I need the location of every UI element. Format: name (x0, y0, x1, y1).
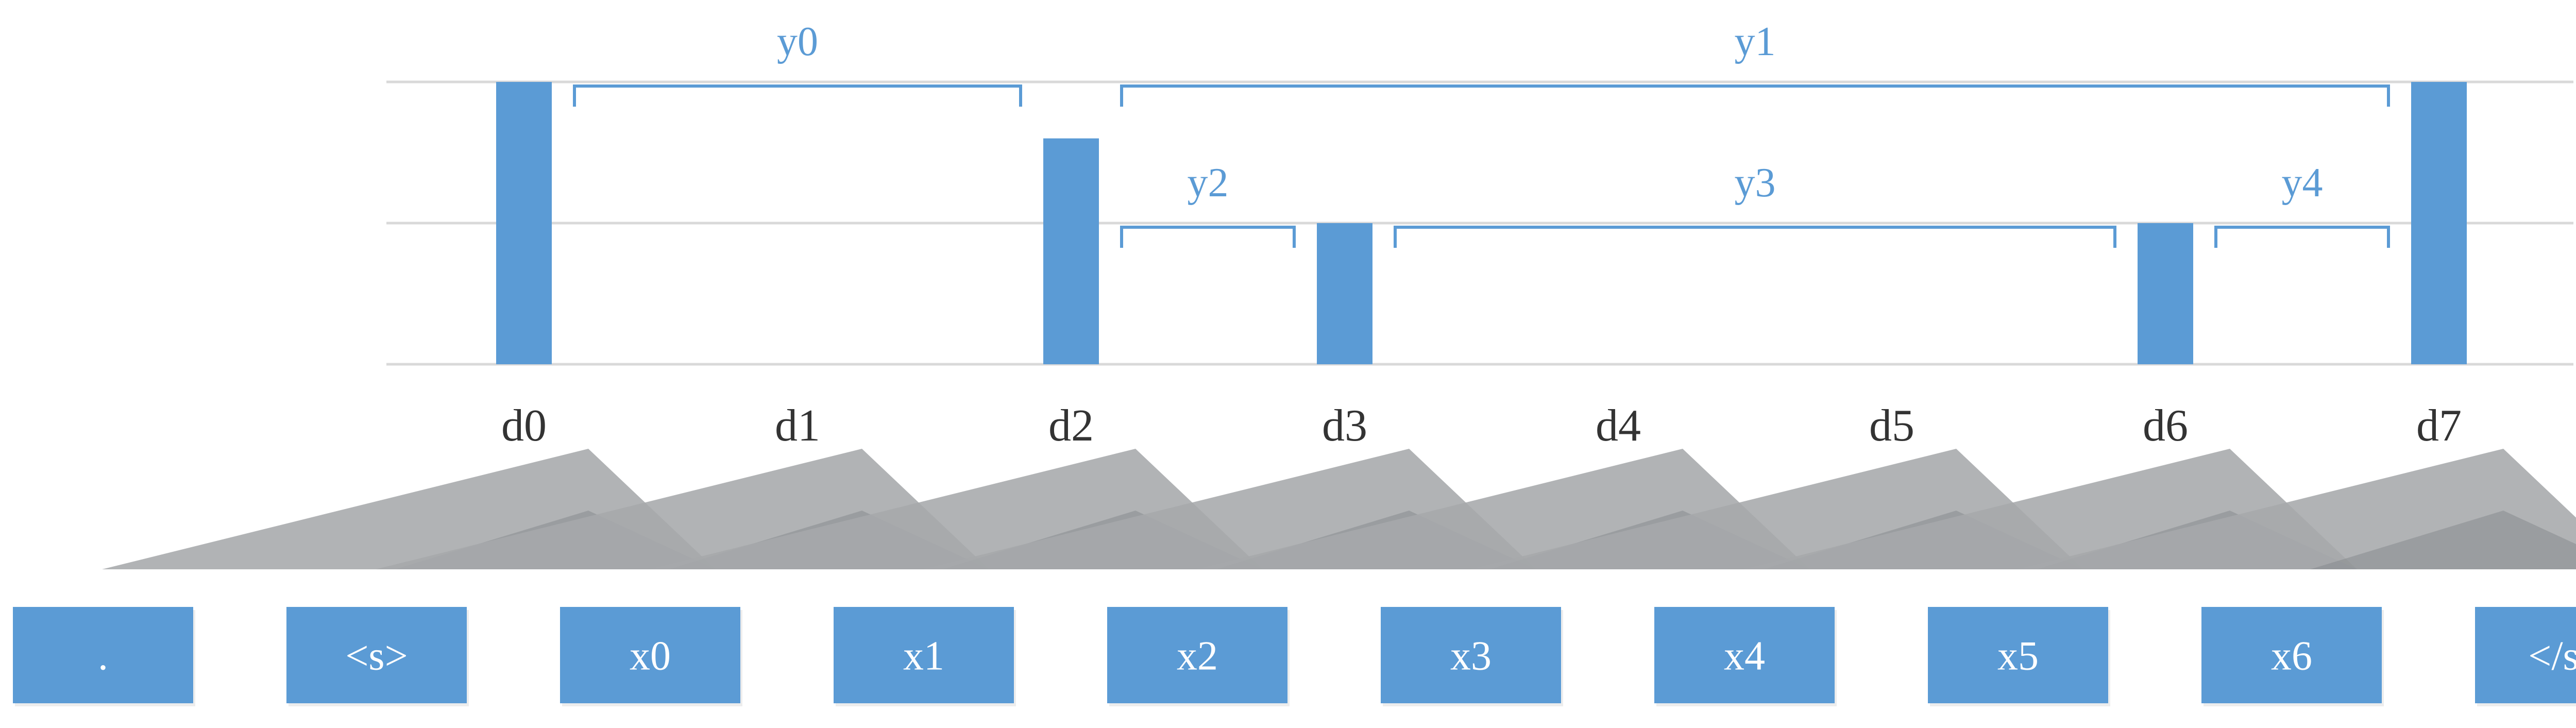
distance-bar-d2 (1043, 138, 1099, 364)
span-bracket-y1 (1120, 84, 2390, 107)
token-label-9: </s> (2528, 634, 2576, 679)
token-label-8: x6 (2271, 634, 2312, 679)
distance-bar-d6 (2138, 223, 2193, 364)
window-triangle-overlap-7 (2310, 511, 2576, 569)
span-bracket-y0 (573, 84, 1022, 107)
token-box-0 (13, 607, 193, 703)
span-label-y1: y1 (1735, 19, 1776, 64)
node-label-d0: d0 (501, 401, 547, 451)
token-label-3: x1 (903, 634, 944, 679)
token-label-2: x0 (630, 634, 671, 679)
token-box-1 (286, 607, 467, 703)
span-label-y2: y2 (1188, 160, 1229, 206)
span-bracket-y4 (2214, 226, 2390, 248)
distance-bar-d7 (2411, 82, 2467, 364)
token-box-4 (1107, 607, 1287, 703)
token-box-6 (1654, 607, 1835, 703)
node-label-d6: d6 (2143, 401, 2188, 451)
node-label-d1: d1 (775, 401, 820, 451)
span-bracket-y2 (1120, 226, 1296, 248)
span-bracket-y3 (1394, 226, 2116, 248)
token-label-0: . (98, 634, 108, 679)
node-label-d3: d3 (1322, 401, 1367, 451)
span-label-y4: y4 (2282, 160, 2323, 206)
token-label-5: x3 (1450, 634, 1492, 679)
distance-labels: d0 d1 d2 d3 d4 d5 d6 d7 (501, 401, 2462, 451)
node-label-d5: d5 (1869, 401, 1914, 451)
node-label-d7: d7 (2416, 401, 2462, 451)
token-box-2 (560, 607, 740, 703)
distance-bar-d3 (1317, 223, 1372, 364)
token-label-6: x4 (1724, 634, 1765, 679)
node-label-d4: d4 (1596, 401, 1641, 451)
token-box-3 (834, 607, 1014, 703)
token-label-7: x5 (1997, 634, 2039, 679)
distance-bar-d0 (496, 82, 552, 364)
node-label-d2: d2 (1048, 401, 1094, 451)
span-label-y3: y3 (1735, 160, 1776, 206)
token-box-7 (1928, 607, 2108, 703)
distance-bars (496, 82, 2467, 364)
constituent-spans: ry0y1y2y3y4 (573, 19, 2390, 248)
gridlines (386, 80, 2573, 366)
input-tokens: . <s> x0 x1 x2 x3 x4 x5 x6 </s> (13, 607, 2576, 706)
token-label-4: x2 (1177, 634, 1218, 679)
token-box-5 (1381, 607, 1561, 703)
token-label-1: <s> (345, 634, 408, 679)
span-label-y0: y0 (777, 19, 818, 64)
token-box-8 (2201, 607, 2382, 703)
token-box-9 (2475, 607, 2576, 703)
window-triangles (102, 449, 2576, 569)
